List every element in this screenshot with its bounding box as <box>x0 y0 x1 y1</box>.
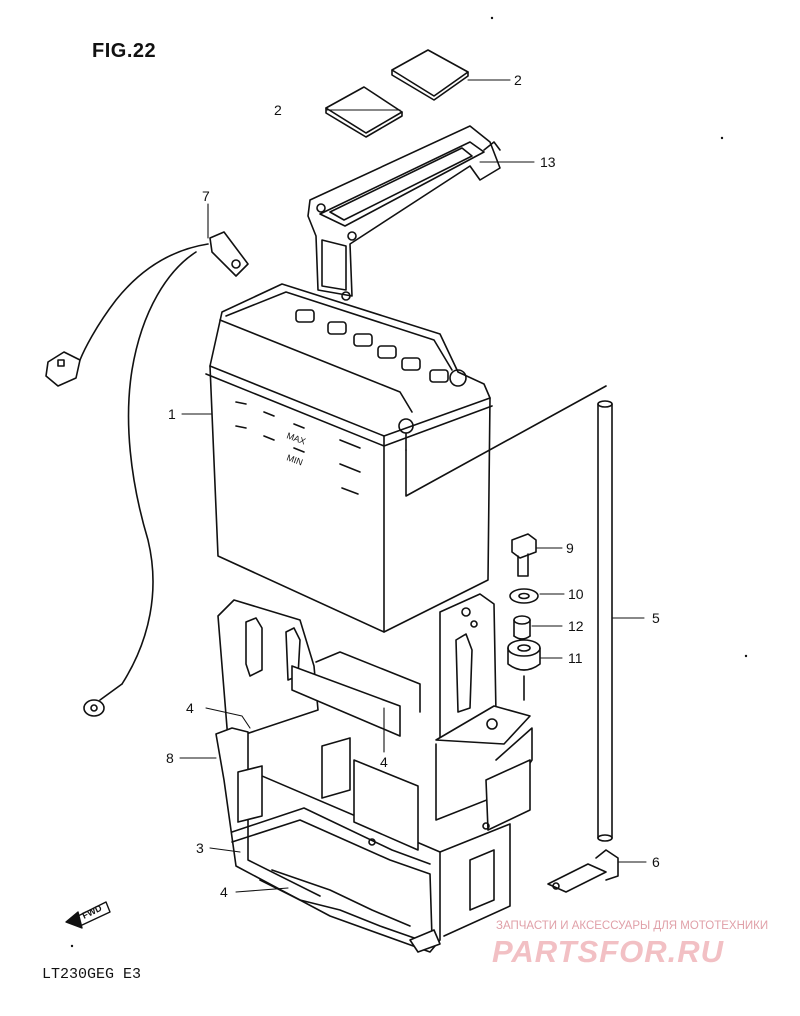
callout-4-top: 4 <box>186 700 194 716</box>
callout-7: 7 <box>202 188 210 204</box>
watermark-tagline: ЗАПЧАСТИ И АКСЕССУАРЫ ДЛЯ МОТОТЕХНИКИ <box>496 920 769 932</box>
pad-upper <box>391 49 469 101</box>
figure-title: FIG.22 <box>92 40 157 62</box>
callout-9: 9 <box>566 540 574 556</box>
callout-8: 8 <box>166 750 174 766</box>
callout-2-lower: 2 <box>274 102 282 118</box>
battery-case <box>215 593 533 953</box>
forward-arrow: FWD <box>65 901 111 929</box>
callout-13: 13 <box>540 154 556 170</box>
tube-clamp <box>547 849 619 893</box>
callout-4-mid: 4 <box>380 754 388 770</box>
callout-2-upper: 2 <box>514 72 522 88</box>
callout-11: 11 <box>568 650 583 666</box>
scan-dots <box>70 16 748 948</box>
battery-cable <box>45 231 249 717</box>
breather-tube <box>405 385 613 842</box>
callout-1: 1 <box>168 406 176 422</box>
callout-12: 12 <box>568 618 584 634</box>
cushion <box>507 639 541 701</box>
collar <box>513 615 531 640</box>
holder-strap <box>307 125 501 301</box>
callout-4-bottom: 4 <box>220 884 228 900</box>
model-code: LT230GEG E3 <box>42 966 142 983</box>
battery <box>205 283 493 633</box>
watermark-logo: PARTSFOR.RU <box>492 934 725 969</box>
callout-6: 6 <box>652 854 660 870</box>
bolt <box>511 533 537 577</box>
callout-5: 5 <box>652 610 660 626</box>
callout-3: 3 <box>196 840 204 856</box>
callout-10: 10 <box>568 586 584 602</box>
leader-lines <box>179 79 647 893</box>
pad-lower <box>325 86 403 138</box>
washer <box>509 588 539 604</box>
